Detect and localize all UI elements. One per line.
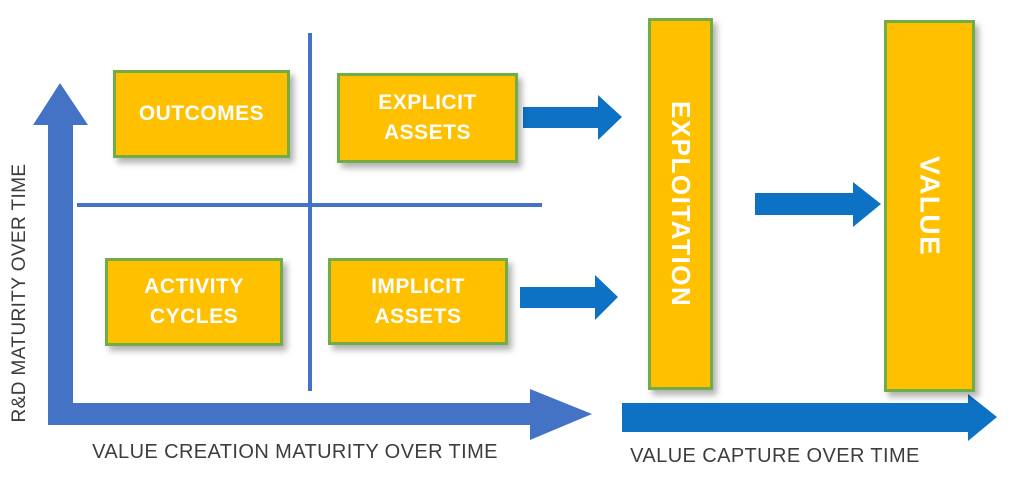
x-axis-label-value-creation: VALUE CREATION MATURITY OVER TIME [92, 441, 498, 463]
value-capture-axis-arrow-icon [622, 394, 997, 441]
quadrant-box-activity-cycles: ACTIVITY CYCLES [105, 258, 283, 346]
quadrant-box-explicit-assets: EXPLICIT ASSETS [337, 73, 518, 163]
explicit-to-exploitation-arrow-icon [523, 95, 622, 140]
quadrant-label-explicit-assets: EXPLICIT ASSETS [378, 91, 477, 144]
quadrant-horizontal-divider [77, 203, 542, 207]
stage-label-value: VALUE [914, 155, 946, 257]
quadrant-label-implicit-assets: IMPLICIT ASSETS [371, 274, 465, 328]
implicit-to-exploitation-arrow-icon [520, 275, 618, 320]
x-axis-label-value-capture: VALUE CAPTURE OVER TIME [630, 445, 920, 467]
stage-box-value: VALUE [884, 20, 975, 392]
quadrant-label-outcomes: OUTCOMES [138, 102, 265, 126]
quadrant-label-activity-cycles: ACTIVITY CYCLES [144, 275, 244, 328]
stage-box-exploitation: EXPLOITATION [648, 18, 713, 390]
quadrant-vertical-divider [308, 33, 312, 391]
y-axis-label: R&D MATURITY OVER TIME [9, 163, 30, 423]
quadrant-box-implicit-assets: IMPLICIT ASSETS [328, 258, 508, 345]
stage-label-exploitation: EXPLOITATION [666, 100, 696, 308]
exploitation-to-value-arrow-icon [755, 182, 881, 227]
matrix-axes-arrow-icon [33, 83, 592, 440]
quadrant-box-outcomes: OUTCOMES [113, 70, 290, 158]
